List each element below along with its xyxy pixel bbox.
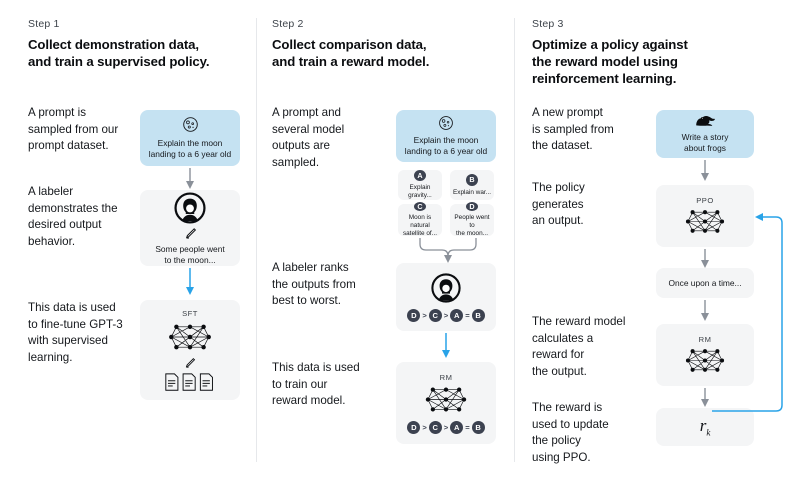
labeler-icon [173,191,207,225]
step-1-blurb-1: A prompt is sampled from our prompt data… [28,106,119,152]
step-3-reward-box[interactable]: rk [656,408,754,446]
step-3-blurb-2: The policy generates an output. [532,181,585,227]
rank-op-2: > [443,311,449,320]
step-3-blurb-4: The reward is used to update the policy … [532,401,609,464]
step-2-rm-tag: RM [439,372,453,382]
labeler-icon [430,272,462,304]
option-text-c: Moon is natural satellite of... [402,214,438,237]
step-1-heading-line1: Collect demonstration data, [28,37,199,52]
step-1-arrow-2 [183,268,197,296]
step-1-label: Step 1 [28,18,60,30]
step-3-heading-line3: reinforcement learning. [532,71,677,86]
step-2-option-b[interactable]: B Explain war... [450,170,494,200]
rank-op-1: > [422,311,427,320]
option-text-a: Explain gravity... [408,184,432,199]
moon-icon [438,115,454,131]
option-text-b: Explain war... [453,188,492,196]
step-1-arrow-1 [183,168,197,190]
step-1-blurb-3: This data is used to fine-tune GPT-3 wit… [28,301,123,364]
step-3-policy-box[interactable]: PPO [656,185,754,247]
step-3-output-caption: Once upon a time... [668,277,742,288]
rm-rank-badge-2: C [428,420,442,434]
step-2-prompt-box[interactable]: Explain the moon landing to a 6 year old [396,110,496,162]
moon-icon [182,116,199,133]
step-3-arrow-4 [698,388,712,408]
step-2-option-c[interactable]: C Moon is natural satellite of... [398,202,442,237]
step-2-arrow-2 [439,333,453,359]
step-3-prompt-box[interactable]: Write a story about frogs [656,110,754,158]
column-divider-1 [256,18,257,462]
step-3-arrow-1 [698,160,712,182]
rank-badge-1: D [407,309,421,322]
step-3-arrow-3 [698,300,712,322]
step-2-heading-line2: and train a reward model. [272,54,430,69]
step-3-output-box[interactable]: Once upon a time... [656,268,754,298]
step-2-converge-arrow [398,238,498,264]
frog-icon [694,114,716,128]
neural-network-icon [166,320,214,354]
rm-rank-op-2: > [443,422,449,432]
rm-rank-badge-4: B [471,420,485,434]
step-3-heading: Optimize a policy against the reward mod… [532,36,772,87]
column-divider-2 [514,18,515,462]
option-badge-c: C [414,202,426,211]
neural-network-icon [683,206,727,237]
rank-badge-4: B [471,309,485,322]
step-2-heading-line1: Collect comparison data, [272,37,427,52]
step-3-heading-line1: Optimize a policy against [532,37,688,52]
step-1-sft-box[interactable]: SFT [140,300,240,400]
option-badge-b: B [466,173,478,186]
step-3-label: Step 3 [532,18,564,30]
step-2-blurb-1: A prompt and several model outputs are s… [272,106,345,169]
step-1-prompt-caption: Explain the moon landing to a 6 year old [148,138,232,159]
documents-icon [164,372,216,392]
step-2-option-a[interactable]: A Explain gravity... [398,170,442,200]
step-3-prompt-caption: Write a story about frogs [681,132,729,153]
step-2-ranking-order: D > C > A = B [407,309,485,322]
step-3-arrow-2 [698,249,712,269]
neural-network-icon [683,345,727,376]
step-2-blurb-3: This data is used to train our reward mo… [272,361,360,407]
step-1-heading: Collect demonstration data, and train a … [28,36,248,70]
step-2-blurb-2: A labeler ranks the outputs from best to… [272,261,356,307]
rm-rank-op-3: = [465,422,470,432]
step-1-demonstration-box[interactable]: Some people went to the moon... [140,190,240,266]
rm-rank-badge-3: A [450,420,464,434]
neural-network-icon [423,383,469,416]
step-3-rm-tag: RM [698,334,712,344]
rank-badge-3: A [450,309,464,322]
step-3-feedback-loop [712,205,788,430]
step-1-heading-line2: and train a supervised policy. [28,54,210,69]
step-1-blurb-2: A labeler demonstrates the desired outpu… [28,185,118,248]
step-2-rm-ranking-order: D > C > A = B [407,420,485,434]
step-3-reward-model-box[interactable]: RM [656,324,754,386]
reward-symbol: rk [699,416,711,438]
step-3-blurb-1: A new prompt is sampled from the dataset… [532,106,614,152]
rm-rank-op-1: > [422,422,427,432]
step-3-heading-line2: the reward model using [532,54,678,69]
step-2-reward-model-box[interactable]: RM D > C > A = B [396,362,496,444]
rank-badge-2: C [428,309,442,322]
step-1-prompt-box[interactable]: Explain the moon landing to a 6 year old [140,110,240,166]
step-2-ranking-box[interactable]: D > C > A = B [396,263,496,331]
step-2-label: Step 2 [272,18,304,30]
rm-rank-badge-1: D [407,420,421,434]
step-2-option-d[interactable]: D People went to the moon... [450,202,494,237]
step-3-policy-tag: PPO [696,195,714,205]
option-badge-a: A [414,170,426,181]
rank-op-3: = [465,311,470,320]
step-1-model-tag: SFT [182,308,198,318]
pencil-icon [184,227,197,240]
option-text-d: People went to the moon... [454,214,490,237]
option-badge-d: D [466,202,478,211]
step-2-prompt-caption: Explain the moon landing to a 6 year old [404,135,488,156]
step-2-heading: Collect comparison data, and train a rew… [272,36,502,70]
pencil-icon [184,357,196,369]
step-1-demonstration-caption: Some people went to the moon... [155,243,225,265]
step-3-blurb-3: The reward model calculates a reward for… [532,315,626,378]
